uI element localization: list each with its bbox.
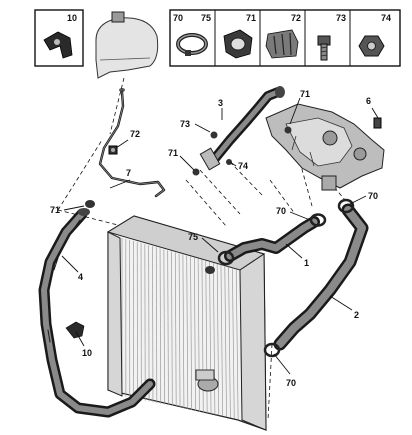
bolt-73 bbox=[210, 131, 218, 139]
callout-6: 6 bbox=[366, 96, 371, 106]
parts-strip: 70 75 71 72 73 74 bbox=[169, 9, 401, 67]
clamp-75 bbox=[205, 266, 215, 274]
callout-70-bottom: 70 bbox=[286, 378, 296, 388]
clip-71-top bbox=[284, 126, 292, 134]
hose-3-fitting bbox=[199, 147, 221, 171]
callout-2: 2 bbox=[354, 310, 359, 320]
radiator-fin bbox=[155, 247, 158, 403]
callout-1: 1 bbox=[304, 258, 309, 268]
expansion-tank bbox=[95, 11, 159, 92]
hose-2-clamp-bottom bbox=[263, 342, 281, 358]
hose-1-clamp bbox=[217, 250, 235, 266]
radiator-fin bbox=[235, 268, 239, 420]
box-label-72: 72 bbox=[291, 13, 301, 23]
part-box-10: 10 bbox=[34, 9, 84, 67]
box-label-70: 70 bbox=[173, 13, 183, 23]
callout-70-right: 70 bbox=[368, 191, 378, 201]
hose-2 bbox=[263, 198, 369, 358]
callout-7: 7 bbox=[126, 168, 131, 178]
callout-numbers: 3 71 73 74 6 72 71 7 71 70 70 75 1 4 2 1… bbox=[50, 89, 378, 388]
box-label-10: 10 bbox=[67, 13, 77, 23]
box-label-74: 74 bbox=[381, 13, 391, 23]
radiator-fin bbox=[228, 266, 231, 418]
radiator-fin bbox=[232, 267, 235, 419]
tank-outlet bbox=[119, 88, 125, 92]
radiator-fin bbox=[190, 256, 193, 410]
nut-icon bbox=[358, 35, 385, 57]
box-label-73: 73 bbox=[336, 13, 346, 23]
hose-1 bbox=[217, 213, 327, 266]
hose-clip-10 bbox=[65, 321, 85, 339]
callout-71-top: 71 bbox=[300, 89, 310, 99]
hose-clip-icon bbox=[43, 31, 73, 59]
hose-3-end bbox=[275, 86, 285, 98]
radiator-fin bbox=[178, 253, 181, 408]
clip-71-left bbox=[85, 200, 95, 208]
clip-71-mid bbox=[192, 168, 200, 176]
radiator-fin bbox=[152, 246, 154, 403]
bolt-6 bbox=[373, 117, 382, 129]
callout-4: 4 bbox=[78, 272, 83, 282]
radiator-fin bbox=[186, 255, 189, 410]
callout-71-mid: 71 bbox=[168, 148, 178, 158]
callout-3: 3 bbox=[218, 98, 223, 108]
callout-72: 72 bbox=[130, 129, 140, 139]
spring-clip-icon bbox=[223, 29, 253, 59]
radiator-fin bbox=[163, 249, 165, 405]
radiator-fin bbox=[171, 251, 173, 407]
clip-hole bbox=[54, 39, 60, 45]
hose-4-clamp bbox=[78, 208, 90, 216]
radiator-fin bbox=[167, 250, 169, 406]
radiator-plug bbox=[195, 369, 215, 381]
callout-74: 74 bbox=[238, 161, 248, 171]
box-label-75: 75 bbox=[201, 13, 211, 23]
radiator-fin bbox=[220, 264, 223, 417]
assembly-guide-lines bbox=[57, 77, 346, 421]
bracket-clip-icon bbox=[265, 29, 299, 59]
callout-leaders bbox=[61, 97, 379, 375]
callout-75: 75 bbox=[188, 232, 198, 242]
box-label-71: 71 bbox=[246, 13, 256, 23]
radiator-fin bbox=[159, 248, 162, 404]
radiator-fin bbox=[174, 252, 177, 407]
tank-cap bbox=[111, 11, 125, 23]
bolt-icon bbox=[317, 35, 331, 61]
pipe-bracket-hole bbox=[111, 148, 115, 152]
hose-2-clamp-top bbox=[337, 198, 355, 214]
callout-70-mid: 70 bbox=[276, 206, 286, 216]
radiator-fin bbox=[224, 265, 227, 417]
thermostat-housing bbox=[265, 103, 385, 191]
hose-3 bbox=[199, 86, 285, 171]
radiator-fin bbox=[182, 254, 185, 409]
callout-71-left: 71 bbox=[50, 205, 60, 215]
radiator-fin bbox=[216, 263, 220, 416]
callout-73: 73 bbox=[180, 119, 190, 129]
hose-1-clamp-70 bbox=[309, 213, 327, 227]
callout-10: 10 bbox=[82, 348, 92, 358]
hose-4 bbox=[38, 208, 156, 418]
nut-74 bbox=[226, 159, 232, 165]
hose-clamp-ring-icon bbox=[176, 33, 208, 56]
radiator-fin bbox=[193, 257, 196, 411]
